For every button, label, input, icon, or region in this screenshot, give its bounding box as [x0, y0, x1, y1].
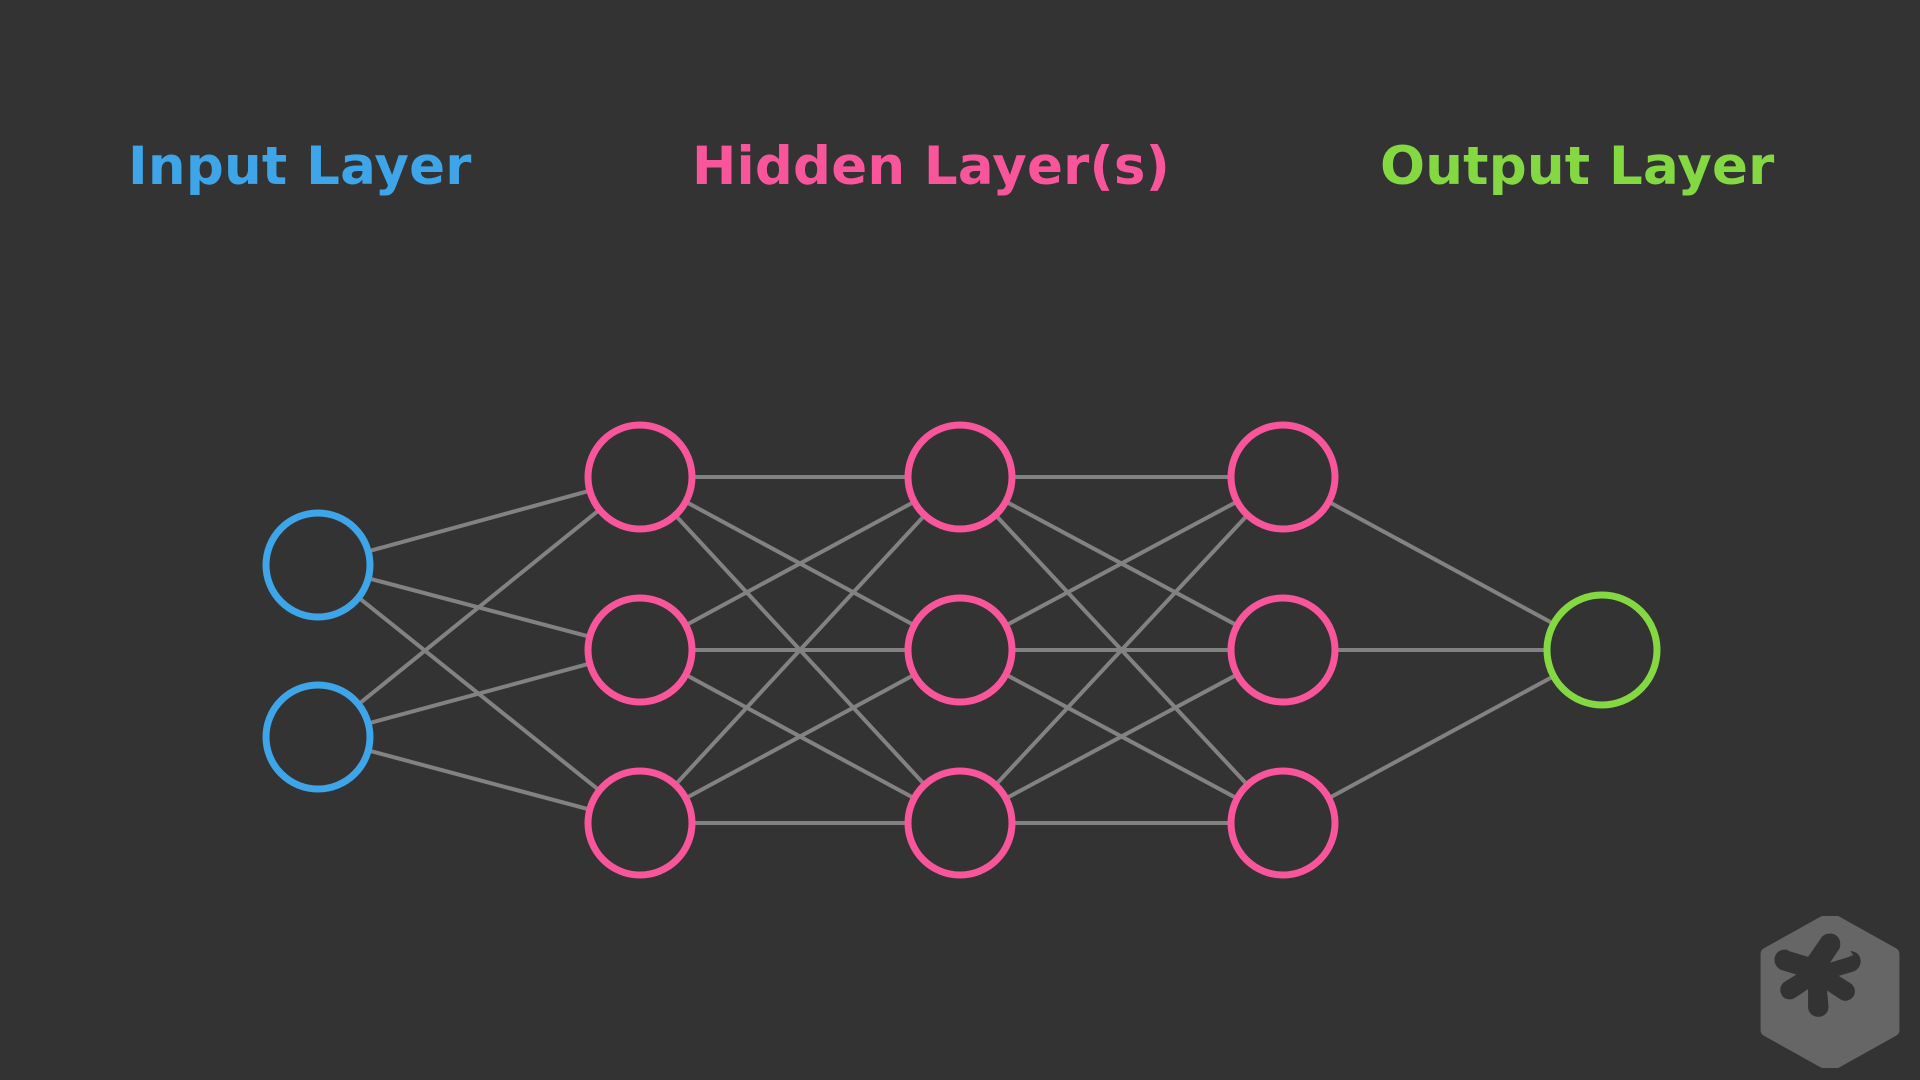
neuron-node-hidden-2-1[interactable]: [904, 421, 1016, 533]
connection-edge: [366, 748, 592, 812]
neuron-node-input-1[interactable]: [262, 509, 374, 621]
connection-edge: [683, 672, 917, 801]
connection-edge: [1003, 499, 1240, 628]
connection-edge: [1326, 499, 1556, 626]
output-layer-label: Output Layer: [1380, 136, 1775, 197]
connection-edge: [1326, 674, 1556, 801]
neuron-node-hidden-3-2[interactable]: [1227, 594, 1339, 706]
neuron-node-hidden-2-2[interactable]: [904, 594, 1016, 706]
connection-edge: [993, 513, 1250, 787]
neuron-node-hidden-1-3[interactable]: [584, 767, 696, 879]
neuron-nodes: [262, 421, 1661, 879]
neuron-node-input-2[interactable]: [262, 681, 374, 793]
neuron-node-hidden-1-1[interactable]: [584, 421, 696, 533]
connection-edge: [683, 499, 917, 628]
neuron-node-hidden-2-3[interactable]: [904, 767, 1016, 879]
neuron-node-hidden-1-2[interactable]: [584, 594, 696, 706]
hidden-layer-label: Hidden Layer(s): [692, 136, 1171, 197]
connection-edge: [673, 513, 927, 787]
connection-edge: [366, 661, 592, 726]
neuron-node-hidden-3-1[interactable]: [1227, 421, 1339, 533]
connection-edge: [366, 488, 592, 554]
neuron-node-hidden-3-3[interactable]: [1227, 767, 1339, 879]
connection-edge: [1003, 672, 1240, 801]
connection-edges: [356, 475, 1556, 825]
neuron-node-output-1[interactable]: [1543, 591, 1661, 709]
input-layer-label: Input Layer: [128, 136, 472, 197]
connection-edge: [356, 507, 602, 707]
